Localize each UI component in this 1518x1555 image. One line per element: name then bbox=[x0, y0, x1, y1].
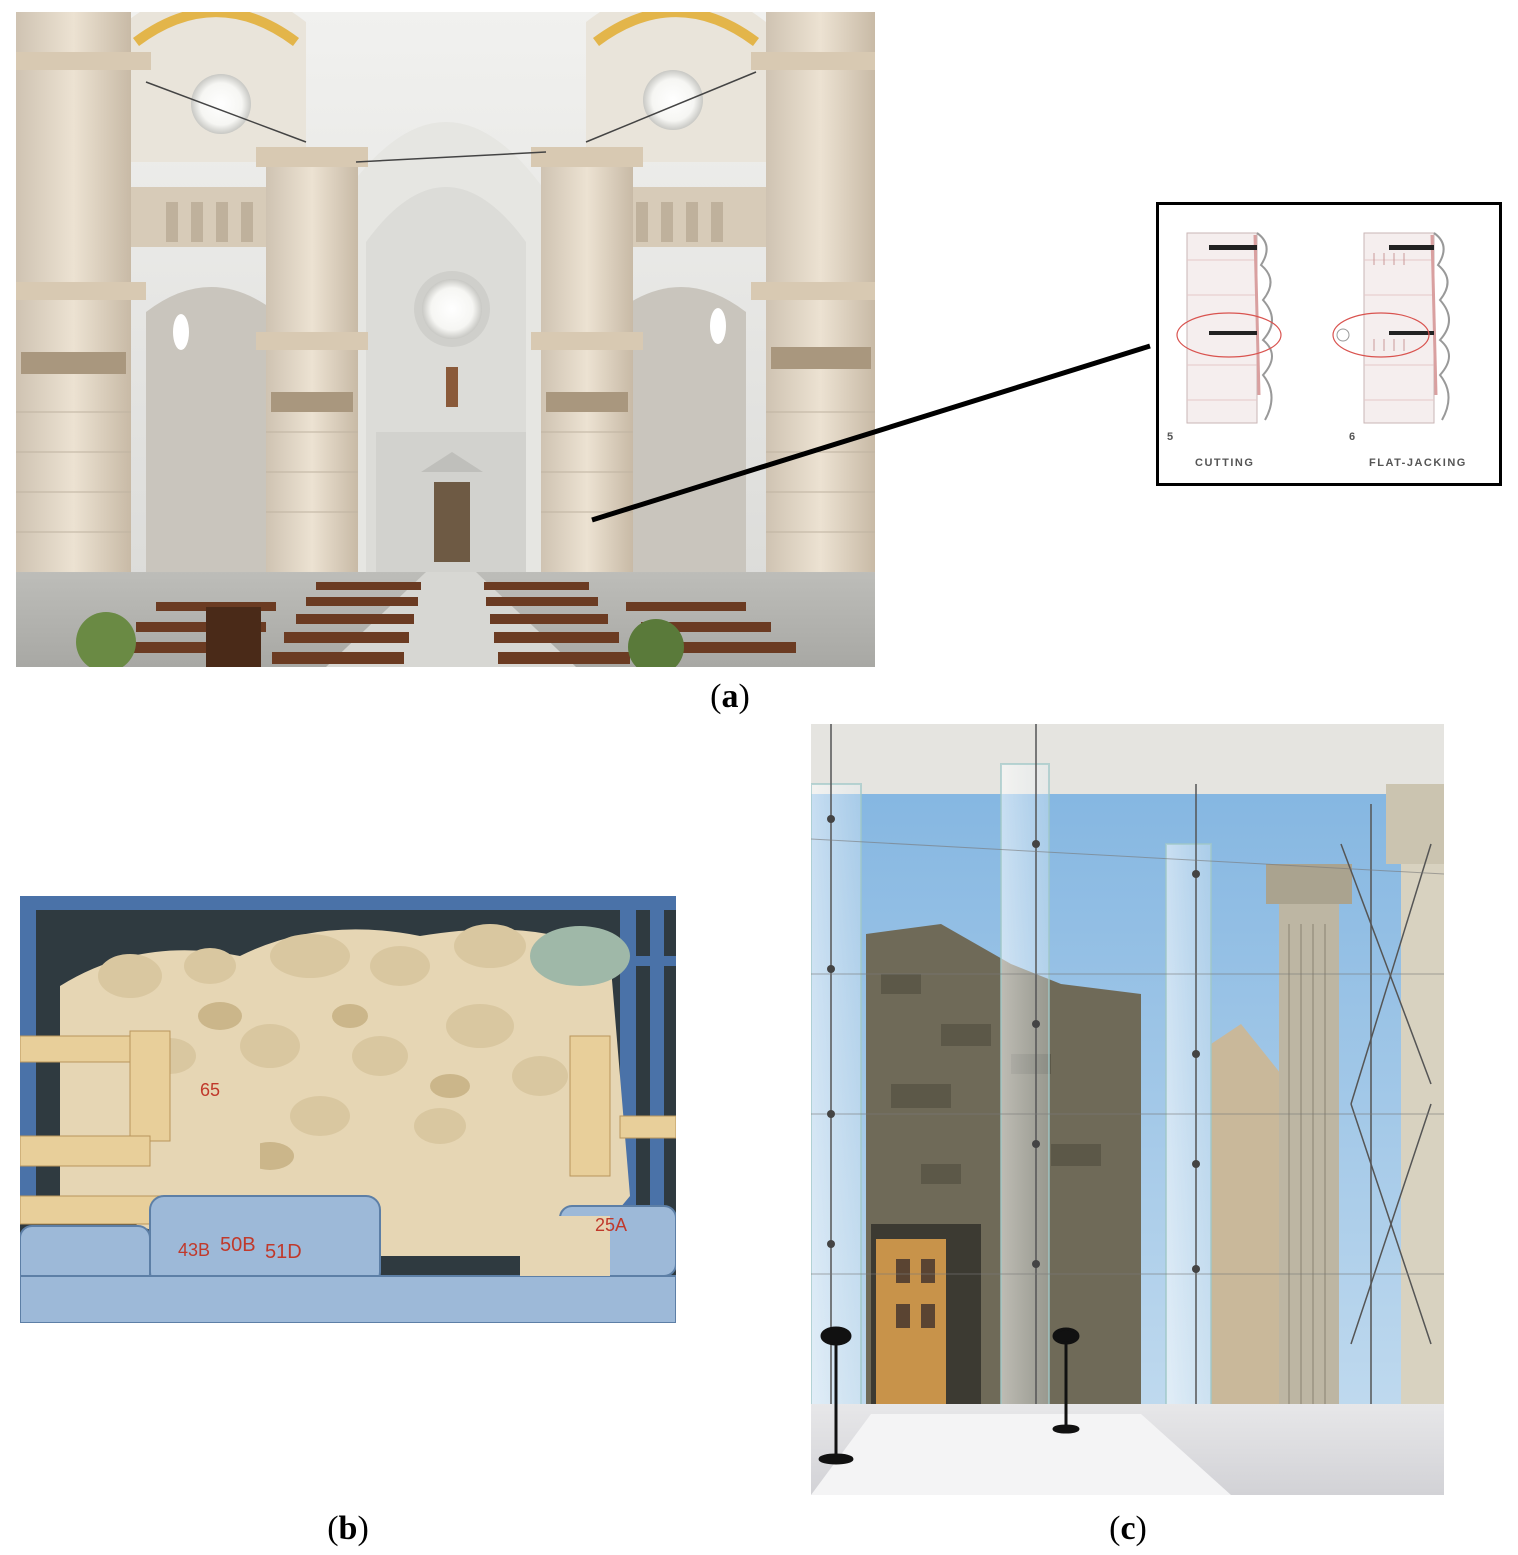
caption-b: (b) bbox=[327, 1510, 369, 1547]
block-label-51d: 51D bbox=[265, 1241, 302, 1263]
rubble-masonry-core-photo: 65 43B 50B 51D 25A bbox=[20, 896, 676, 1323]
caption-c: (c) bbox=[1109, 1510, 1147, 1547]
label-flat-jacking: FLAT-JACKING bbox=[1369, 457, 1467, 469]
block-label-25a: 25A bbox=[595, 1215, 627, 1235]
caption-a: (a) bbox=[710, 678, 750, 715]
flat-jacking-inset-drawing: 5 6 CUTTING FLAT-JACKING bbox=[1156, 202, 1502, 486]
block-label-65: 65 bbox=[200, 1080, 220, 1100]
label-cutting: CUTTING bbox=[1195, 457, 1255, 469]
cathedral-interior-photo bbox=[16, 12, 875, 667]
block-label-43b: 43B bbox=[178, 1240, 210, 1260]
glass-structure-illustration bbox=[811, 724, 1444, 1495]
glass-wall-protection-photo bbox=[811, 724, 1444, 1495]
step-number-5: 5 bbox=[1167, 431, 1174, 443]
step-number-6: 6 bbox=[1349, 431, 1356, 443]
block-label-50b: 50B bbox=[220, 1234, 256, 1256]
masonry-section-sketch bbox=[1176, 232, 1450, 424]
rubble-illustration: 65 43B 50B 51D 25A bbox=[20, 896, 676, 1323]
cathedral-illustration bbox=[16, 12, 875, 667]
